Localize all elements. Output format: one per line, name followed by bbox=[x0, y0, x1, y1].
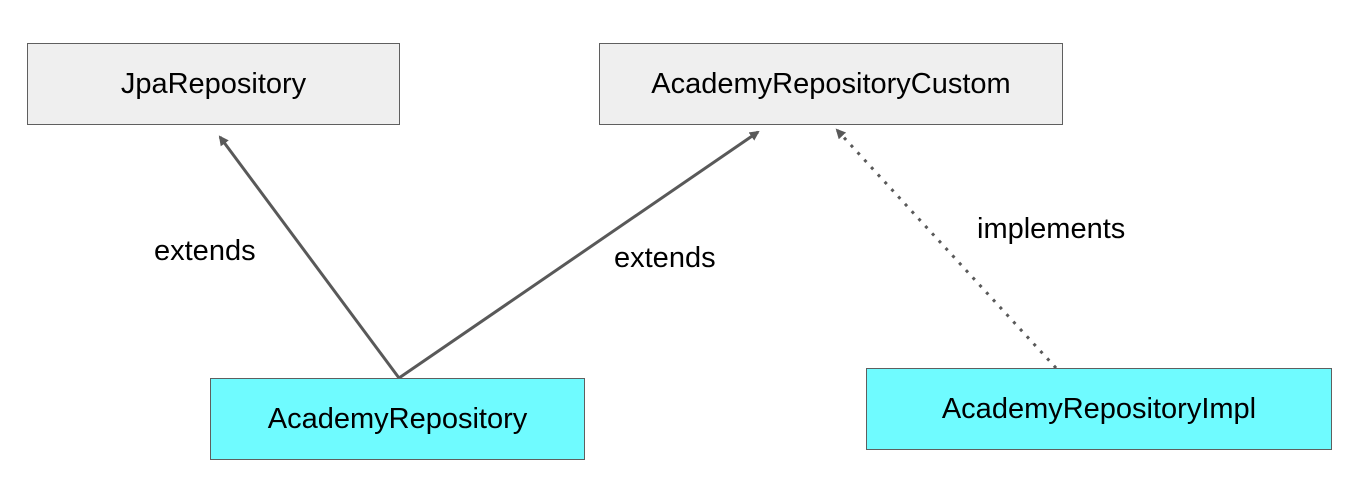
node-label: AcademyRepositoryImpl bbox=[941, 392, 1257, 425]
node-jpa-repository: JpaRepository bbox=[27, 43, 400, 125]
edge-label-extends: extends bbox=[154, 235, 256, 267]
edge-implements-academy-repository-custom bbox=[835, 128, 1058, 370]
node-academy-repository-impl: AcademyRepositoryImpl bbox=[866, 368, 1332, 450]
node-academy-repository: AcademyRepository bbox=[210, 378, 585, 460]
edge-label-implements: implements bbox=[977, 213, 1126, 245]
node-label: JpaRepository bbox=[120, 67, 307, 100]
node-label: AcademyRepository bbox=[267, 402, 528, 435]
edge-extends-academy-repository-custom bbox=[398, 130, 760, 380]
edge-extends-jpa-repository bbox=[218, 135, 401, 379]
edge-label-extends: extends bbox=[614, 242, 716, 274]
node-label: AcademyRepositoryCustom bbox=[651, 67, 1011, 100]
node-academy-repository-custom: AcademyRepositoryCustom bbox=[599, 43, 1063, 125]
